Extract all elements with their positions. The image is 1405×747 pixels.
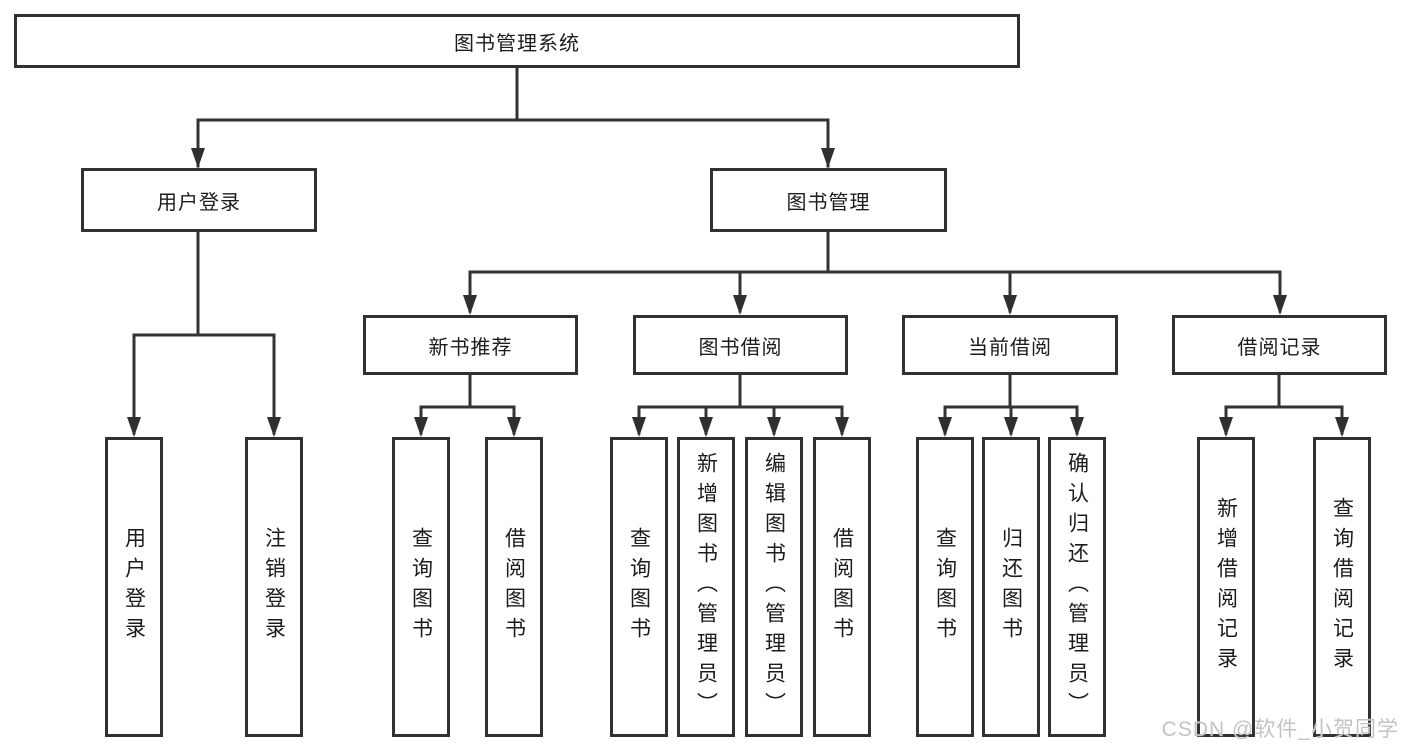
leaf-recommend-query-book: 查询图书 (392, 437, 450, 737)
leaf-record-query-borrow-record: 查询借阅记录 (1313, 437, 1371, 737)
leaf-login-user-login: 用户登录 (105, 437, 163, 737)
arrowhead-icons (127, 148, 1349, 437)
leaf-current-confirm-return-admin: 确认归还（管理员） (1048, 437, 1106, 737)
node-root-library-system: 图书管理系统 (14, 14, 1020, 68)
leaf-borrow-add-book-admin: 新增图书（管理员） (677, 437, 735, 737)
node-book-borrow: 图书借阅 (633, 315, 848, 375)
csdn-watermark: CSDN @软件_小贺同学 (1161, 718, 1399, 741)
leaf-login-logout: 注销登录 (245, 437, 303, 737)
node-new-book-recommend: 新书推荐 (363, 315, 578, 375)
leaf-record-add-borrow-record: 新增借阅记录 (1197, 437, 1255, 737)
node-user-login: 用户登录 (81, 168, 317, 232)
leaf-current-return-book: 归还图书 (982, 437, 1040, 737)
leaf-borrow-query-book: 查询图书 (610, 437, 668, 737)
leaf-current-query-book: 查询图书 (916, 437, 974, 737)
leaf-borrow-borrow-book: 借阅图书 (813, 437, 871, 737)
leaf-borrow-edit-book-admin: 编辑图书（管理员） (745, 437, 803, 737)
leaf-recommend-borrow-book: 借阅图书 (485, 437, 543, 737)
connector-paths (132, 66, 1344, 435)
node-borrow-record: 借阅记录 (1172, 315, 1387, 375)
node-book-management: 图书管理 (710, 168, 947, 232)
node-current-borrow: 当前借阅 (902, 315, 1118, 375)
